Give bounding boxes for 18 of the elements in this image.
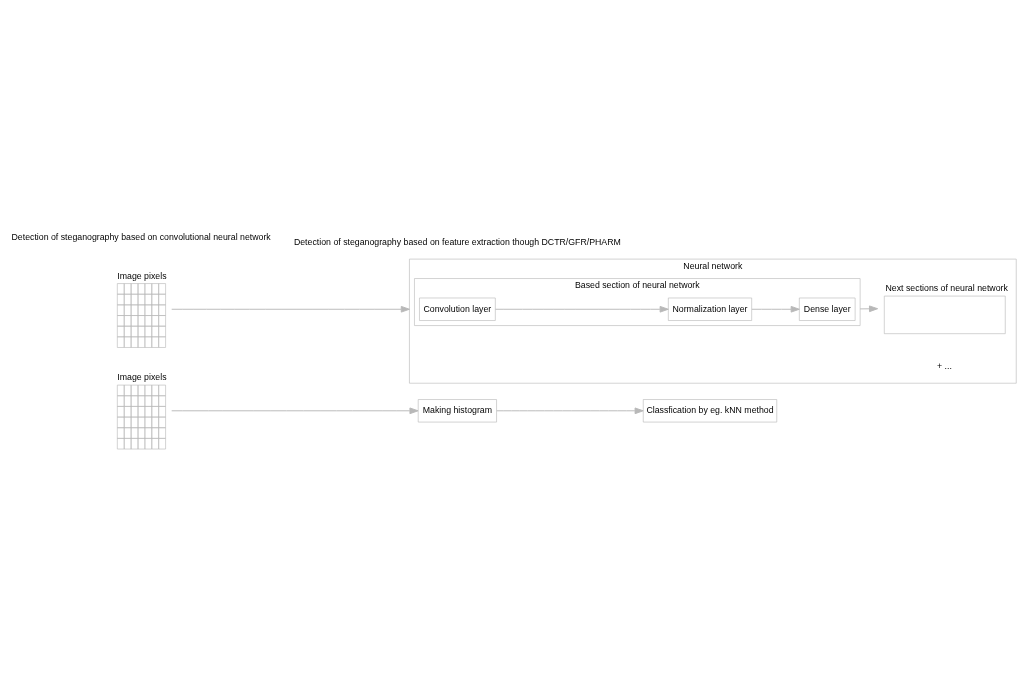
node-label: Next sections of neural network xyxy=(885,282,1008,293)
arrow xyxy=(859,304,879,312)
label: Detection of steganography based on convolutional neural network xyxy=(11,231,271,242)
node-box: Classfication by eg. kNN method xyxy=(642,398,778,422)
arrow xyxy=(494,305,669,313)
arrow xyxy=(751,305,800,313)
arrow xyxy=(171,305,410,313)
arrow xyxy=(496,406,644,414)
arrow xyxy=(171,406,419,414)
label: Detection of steganography based on feature extraction though DCTR/GFR/PHARM xyxy=(293,236,621,247)
node-box: Dense layer xyxy=(799,297,856,321)
node-box xyxy=(883,295,1006,334)
node-box: Normalization layer xyxy=(668,297,752,321)
node-box: Convolution layer xyxy=(419,297,496,321)
node-label: + ... xyxy=(937,360,952,371)
node-box: Making histogram xyxy=(417,398,497,422)
node-label: Image pixels xyxy=(117,371,167,382)
node-label: Image pixels xyxy=(117,270,167,281)
